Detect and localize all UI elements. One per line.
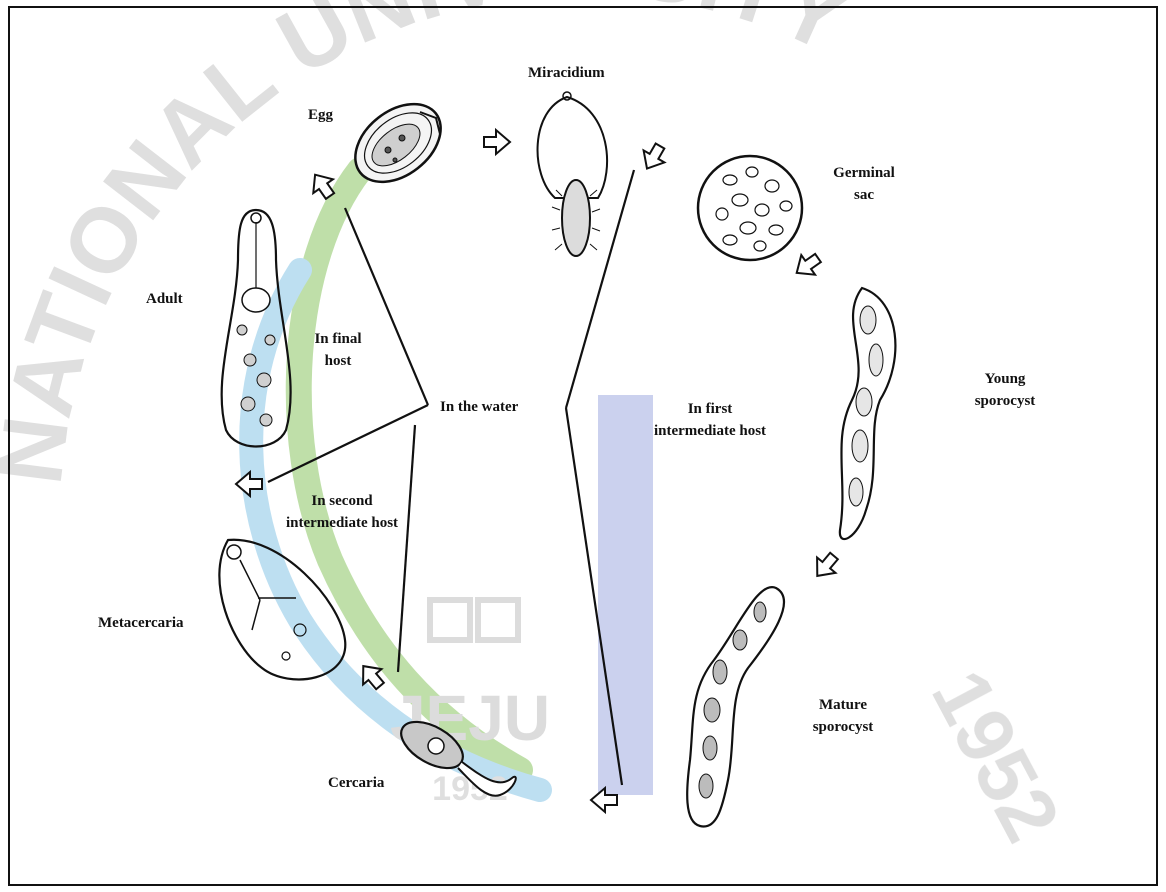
label-germinal-sac-line2: sac — [814, 184, 914, 206]
label-in-final-host: In final host — [290, 328, 386, 372]
label-egg: Egg — [308, 104, 333, 126]
label-young-sporocyst: Young sporocyst — [950, 368, 1060, 412]
label-in-first-host-line1: In first — [630, 398, 790, 420]
label-mature-sporocyst-line2: sporocyst — [788, 716, 898, 738]
label-in-second-host-line2: intermediate host — [262, 512, 422, 534]
label-mature-sporocyst: Mature sporocyst — [788, 694, 898, 738]
label-germinal-sac: Germinal sac — [814, 162, 914, 206]
label-in-first-intermediate-host: In first intermediate host — [630, 398, 790, 442]
label-in-first-host-line2: intermediate host — [630, 420, 790, 442]
label-young-sporocyst-line1: Young — [950, 368, 1060, 390]
label-germinal-sac-line1: Germinal — [814, 162, 914, 184]
figure-border — [8, 6, 1158, 886]
label-cercaria: Cercaria — [328, 772, 384, 794]
label-in-the-water: In the water — [440, 396, 518, 418]
label-in-second-intermediate-host: In second intermediate host — [262, 490, 422, 534]
label-miracidium: Miracidium — [528, 62, 605, 84]
label-metacercaria: Metacercaria — [98, 612, 184, 634]
label-in-second-host-line1: In second — [262, 490, 422, 512]
label-in-final-host-line2: host — [290, 350, 386, 372]
label-mature-sporocyst-line1: Mature — [788, 694, 898, 716]
label-in-final-host-line1: In final — [290, 328, 386, 350]
label-young-sporocyst-line2: sporocyst — [950, 390, 1060, 412]
label-adult: Adult — [146, 288, 183, 310]
